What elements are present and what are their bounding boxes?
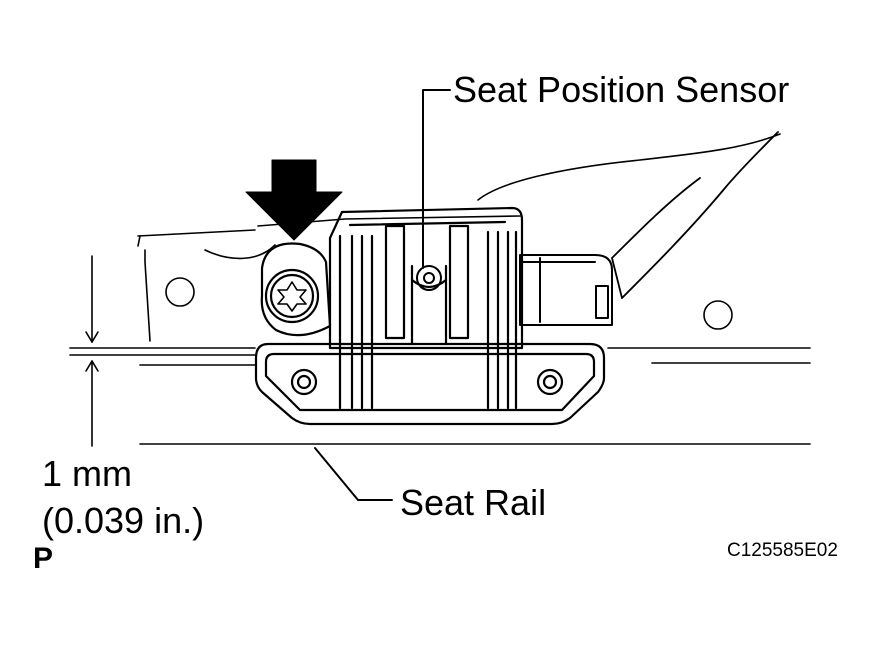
- dimension-metric-label: 1 mm: [42, 453, 132, 494]
- sensor-harness: [611, 131, 779, 299]
- seat-rail: [69, 347, 811, 445]
- down-arrow-icon: [245, 159, 343, 241]
- sensor-connector: [519, 254, 613, 326]
- sensor-body: [328, 206, 524, 410]
- seat-rail-label: Seat Rail: [400, 482, 547, 523]
- dimension-1mm: [85, 255, 99, 447]
- dimension-imperial-label: (0.039 in.): [42, 500, 205, 541]
- figure-code: C125585E02: [727, 540, 838, 561]
- rail-leader-line: [314, 447, 393, 501]
- view-marker: P: [33, 542, 54, 575]
- seat-frame-plate: [137, 133, 781, 342]
- sensor-leader-line: [422, 89, 451, 269]
- sensor-screw: [416, 265, 442, 291]
- sensor-mounting-flange: [254, 342, 606, 426]
- seat-position-sensor-label: Seat Position Sensor: [453, 69, 790, 110]
- torx-bolt: [260, 242, 332, 337]
